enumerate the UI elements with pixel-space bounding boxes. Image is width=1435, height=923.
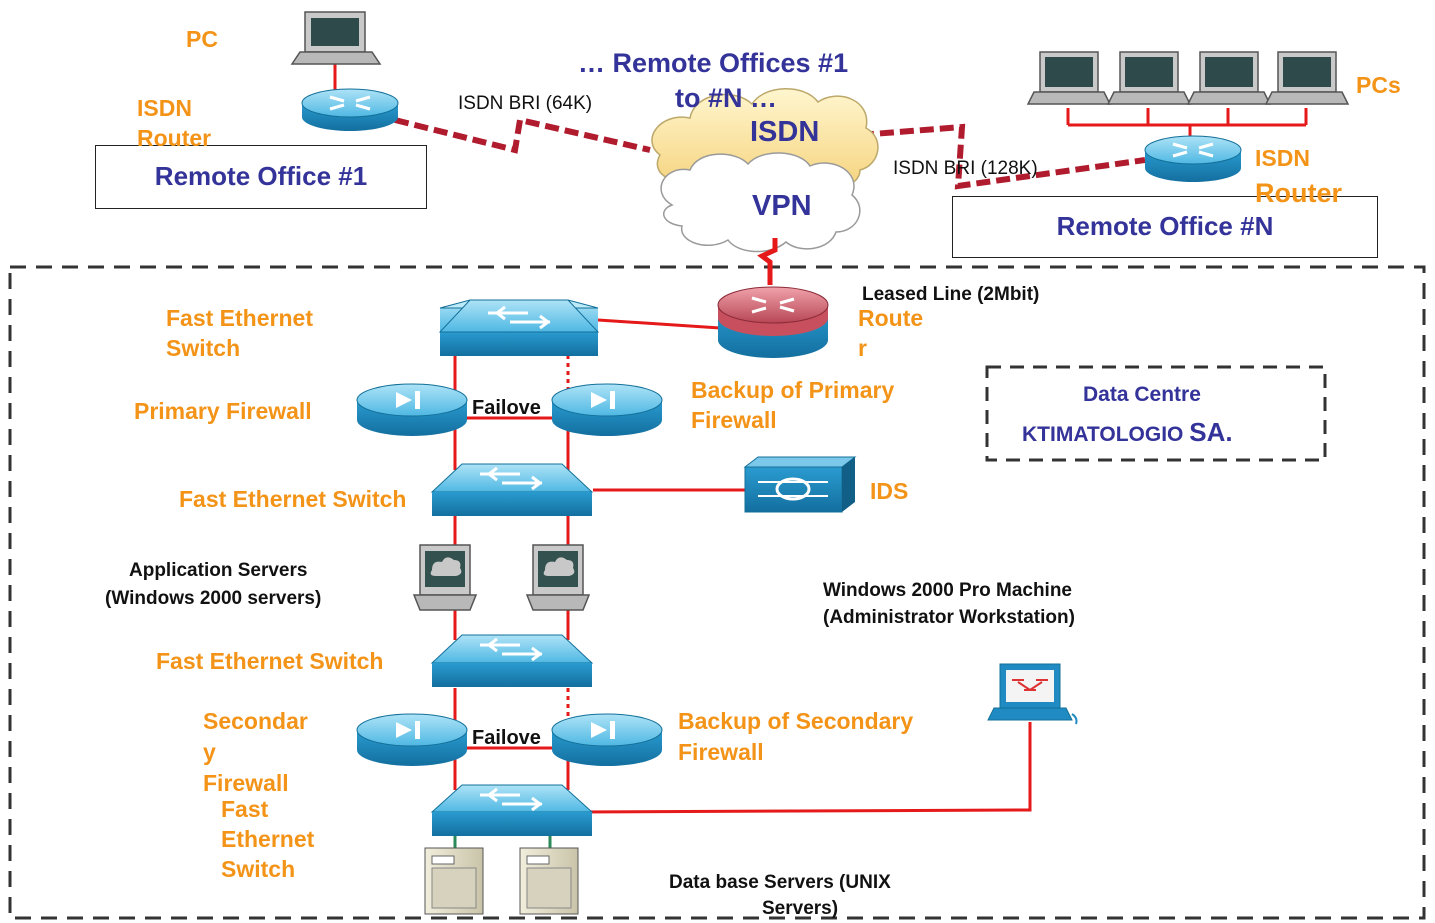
switch-3-label: Fast Ethernet Switch <box>156 648 384 674</box>
db-server-2-icon <box>519 836 579 915</box>
switch-4-label-line3: Switch <box>221 856 296 882</box>
switch-1-label-line2: Switch <box>166 335 241 361</box>
switch-4-label-line1: Fast <box>221 796 269 822</box>
isdn-router-n-label-line2: Router <box>1255 178 1342 208</box>
pcs-icon-group <box>1026 51 1350 105</box>
application-server-2-icon <box>525 544 591 611</box>
dc-links <box>453 318 1032 814</box>
fast-ethernet-switch-4-icon <box>430 784 594 836</box>
isdn-router-n-label-line1: ISDN <box>1255 145 1310 171</box>
db-servers-label-line2: Servers) <box>762 898 839 919</box>
data-centre-title-frame <box>985 365 1327 462</box>
leased-line-link <box>757 238 778 285</box>
secondary-firewall-icon <box>356 713 468 766</box>
application-server-1-icon <box>412 544 478 611</box>
isdn-link-office-1 <box>394 116 651 154</box>
vpn-cloud-label: VPN <box>752 190 812 222</box>
pc-icon <box>290 11 382 65</box>
fast-ethernet-switch-2-icon <box>430 463 594 516</box>
backup-primary-label-line2: Firewall <box>691 407 777 433</box>
isdn-bri-128k-label: ISDN BRI (128K) <box>893 158 1038 179</box>
primary-firewall-label: Primary Firewall <box>134 398 312 424</box>
secondary-firewall-label-line3: Firewall <box>203 770 289 796</box>
fast-ethernet-switch-1-icon <box>438 299 600 356</box>
remote-office-1-label: Remote Office #1 <box>154 161 368 192</box>
vpn-cloud <box>660 152 861 253</box>
router-label-line2: r <box>858 335 867 361</box>
data-centre-router-icon <box>717 286 829 358</box>
backup-secondary-label-line1: Backup of Secondary <box>678 708 914 734</box>
switch-2-label: Fast Ethernet Switch <box>179 486 407 512</box>
router-label-line1: Route <box>858 305 924 331</box>
company-name: KTIMATOLOGIO <box>1022 423 1184 446</box>
app-servers-label-line2: (Windows 2000 servers) <box>105 588 322 609</box>
remote-offices-heading-line2: to #N … <box>675 83 778 113</box>
isdn-bri-64k-label: ISDN BRI (64K) <box>458 93 593 114</box>
leased-line-label: Leased Line (2Mbit) <box>862 284 1040 305</box>
pc-label: PC <box>186 26 218 52</box>
data-centre-title-line1: Data Centre <box>1083 383 1201 406</box>
secondary-firewall-label-line2: y <box>203 739 216 765</box>
data-centre-title-line2: KTIMATOLOGIO SA. <box>1022 417 1233 448</box>
fast-ethernet-switch-3-icon <box>430 634 594 687</box>
switch-1-label-line1: Fast Ethernet <box>166 305 313 331</box>
data-centre-boundary <box>8 265 1426 920</box>
remote-office-1-box: Remote Office #1 <box>95 145 427 209</box>
isdn-router-label-line2: Router <box>137 125 212 151</box>
backup-primary-firewall-icon <box>551 383 663 436</box>
isdn-router-n-icon <box>1144 135 1242 182</box>
ids-icon <box>743 456 857 513</box>
switch-4-label-line2: Ethernet <box>221 826 315 852</box>
backup-secondary-label-line2: Firewall <box>678 739 764 765</box>
admin-ws-label-line1: Windows 2000 Pro Machine <box>823 580 1073 601</box>
isdn-router-label-line1: ISDN <box>137 95 192 121</box>
secondary-firewall-label-line1: Secondar <box>203 708 308 734</box>
backup-primary-label-line1: Backup of Primary <box>691 377 895 403</box>
failover-2-label: Failove <box>472 727 541 749</box>
app-servers-label-line1: Application Servers <box>129 560 308 581</box>
remote-offices-heading-line1: … Remote Offices #1 <box>578 48 849 78</box>
db-server-1-icon <box>424 836 484 915</box>
pcs-label: PCs <box>1356 72 1401 98</box>
ids-label: IDS <box>870 478 909 504</box>
remote-office-n-box: Remote Office #N <box>952 196 1378 258</box>
admin-workstation-icon <box>987 663 1078 725</box>
failover-1-label: Failove <box>472 397 541 419</box>
admin-ws-label-line2: (Administrator Workstation) <box>823 607 1075 628</box>
isdn-link-office-n <box>859 123 1146 190</box>
isdn-router-icon <box>301 88 399 131</box>
remote-office-n-label: Remote Office #N <box>1056 211 1274 242</box>
db-servers-label-line1: Data base Servers (UNIX <box>669 872 891 893</box>
company-suffix: SA. <box>1189 417 1233 447</box>
backup-secondary-firewall-icon <box>551 713 663 766</box>
primary-firewall-icon <box>356 383 468 436</box>
isdn-cloud-label: ISDN <box>750 116 820 148</box>
